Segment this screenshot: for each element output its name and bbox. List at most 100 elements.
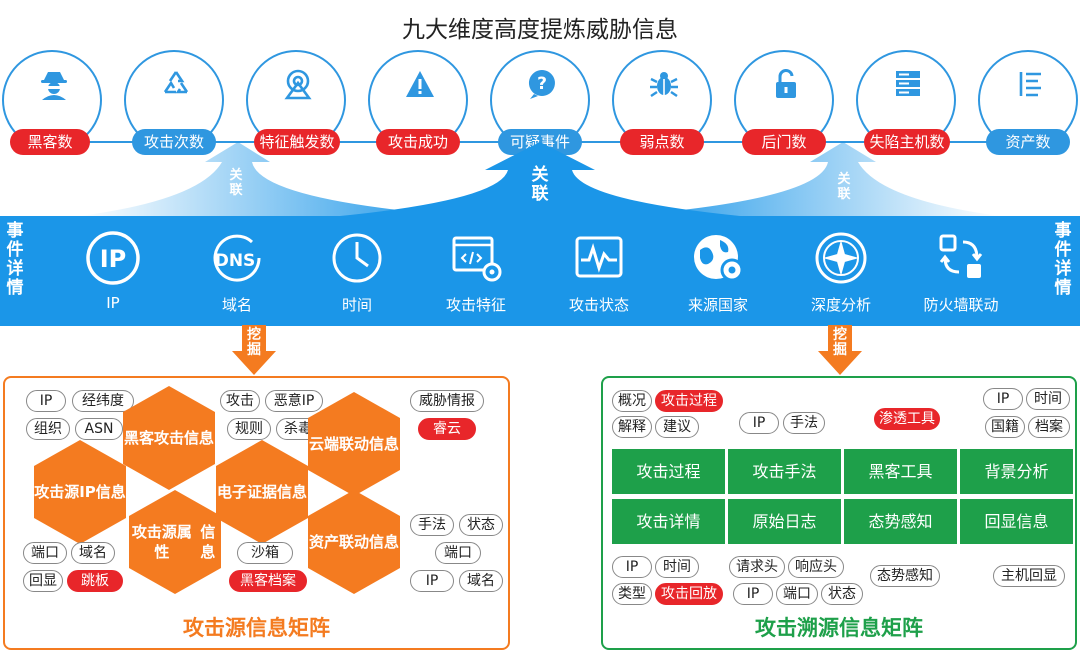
tag-overview: 概况 — [612, 390, 652, 412]
attack-source-title: 攻击源信息矩阵 — [183, 616, 330, 640]
tag-pentest-tools: 渗透工具 — [874, 408, 940, 430]
tag-req-header: 请求头 — [729, 556, 785, 578]
band-item-analysis: 深度分析 — [785, 230, 897, 315]
hacker-icon — [41, 72, 67, 100]
tag-domain: 域名 — [71, 542, 115, 564]
tag-jump: 跳板 — [67, 570, 123, 592]
tag-status-r: 状态 — [821, 583, 863, 605]
tag-technique-r: 手法 — [783, 412, 825, 434]
band-item-ip: IP IP — [57, 230, 169, 312]
unlock-icon — [776, 69, 796, 98]
mine-arrow-left — [232, 325, 276, 375]
list-icon — [1019, 72, 1041, 97]
band-item-signature: 攻击特征 — [420, 230, 532, 315]
grid-cell-background: 背景分析 — [960, 449, 1073, 494]
tag-echo: 回显 — [23, 570, 63, 592]
page-title: 九大维度高度提炼威胁信息 — [402, 17, 678, 43]
tag-port-r: 端口 — [776, 583, 818, 605]
ip-icon: IP — [86, 231, 140, 285]
tag-ip: IP — [26, 390, 66, 412]
tag-attack: 攻击 — [220, 390, 260, 412]
server-icon — [896, 71, 920, 96]
bug-icon — [650, 72, 678, 97]
hex-cloud-info: 云端联动信息 — [308, 392, 400, 496]
metric-label-compromised: 失陷主机数 — [864, 129, 950, 155]
tag-technique: 手法 — [410, 514, 454, 536]
relation-label-left: 关联 — [229, 168, 243, 198]
metric-label-success: 攻击成功 — [376, 129, 460, 155]
compass-icon — [815, 232, 867, 284]
svg-text:DNS: DNS — [215, 251, 256, 271]
band-label-status: 攻击状态 — [568, 296, 629, 314]
band-item-country: 来源国家 — [662, 230, 774, 315]
correlation-arrow-right — [620, 142, 1000, 216]
grid-cell-hacker-tools: 黑客工具 — [844, 449, 957, 494]
tag-host-echo: 主机回显 — [993, 565, 1065, 587]
tag-ip-r3: IP — [612, 556, 652, 578]
tag-suggest: 建议 — [655, 416, 699, 438]
tag-rule: 规则 — [227, 418, 271, 440]
tag-time-r2: 时间 — [655, 556, 699, 578]
tag-asn: ASN — [75, 418, 123, 440]
tag-ip-2: IP — [410, 570, 454, 592]
relation-label-center: 关联 — [531, 165, 549, 204]
metric-label-hacker: 黑客数 — [10, 129, 90, 155]
attack-trace-title: 攻击溯源信息矩阵 — [755, 616, 923, 640]
metric-label-vuln: 弱点数 — [620, 129, 704, 155]
tag-archive: 档案 — [1028, 416, 1070, 438]
band-item-domain: DNS 域名 — [181, 230, 293, 315]
clock-icon — [332, 233, 382, 283]
band-label-time: 时间 — [341, 296, 372, 314]
recycle-icon — [163, 71, 189, 94]
tag-type: 类型 — [612, 583, 652, 605]
band-label-signature: 攻击特征 — [445, 296, 506, 314]
tag-threat-intel: 威胁情报 — [410, 390, 484, 412]
band-label-country: 来源国家 — [687, 296, 748, 314]
tag-latlng: 经纬度 — [72, 390, 134, 412]
band-label-firewall: 防火墙联动 — [923, 296, 999, 314]
grid-cell-raw-log: 原始日志 — [728, 499, 841, 544]
svg-text:IP: IP — [100, 245, 127, 273]
signal-icon — [284, 69, 312, 100]
grid-cell-attack-detail: 攻击详情 — [612, 499, 725, 544]
correlation-arrow-center — [340, 142, 740, 216]
tag-port: 端口 — [23, 542, 67, 564]
tag-status: 状态 — [459, 514, 503, 536]
band-side-label-right: 事件详情 — [1054, 221, 1072, 298]
hex-hacker-info: 黑客攻击信息 — [123, 386, 215, 490]
grid-cell-echo-info: 回显信息 — [960, 499, 1073, 544]
warning-icon — [406, 71, 434, 97]
question-icon: ? — [528, 70, 555, 99]
metric-label-signature: 特征触发数 — [254, 129, 340, 155]
tag-time-r: 时间 — [1026, 388, 1070, 410]
grid-cell-attack-process: 攻击过程 — [612, 449, 725, 494]
tag-situation: 态势感知 — [870, 565, 940, 587]
tag-ip-r4: IP — [733, 583, 773, 605]
tag-ip-r2: IP — [983, 388, 1023, 410]
event-details-band: 事件详情 事件详情 IP IP DNS 域名 时间 攻击特征 — [0, 216, 1080, 326]
grid-cell-attack-technique: 攻击手法 — [728, 449, 841, 494]
band-item-time: 时间 — [301, 230, 413, 315]
sync-icon — [939, 234, 983, 278]
metric-label-attack-count: 攻击次数 — [132, 129, 216, 155]
tag-malicious-ip: 恶意IP — [265, 390, 323, 412]
mine-arrow-right — [818, 325, 862, 375]
correlation-arrow-left — [80, 142, 460, 216]
band-label-analysis: 深度分析 — [810, 296, 871, 314]
band-item-status: 攻击状态 — [543, 230, 655, 315]
svg-text:?: ? — [537, 74, 547, 94]
attack-trace-panel: 概况 攻击过程 解释 建议 IP 手法 渗透工具 IP 时间 国籍 档案 攻击过… — [601, 376, 1077, 650]
tag-attack-replay: 攻击回放 — [655, 583, 723, 605]
tag-sandbox: 沙箱 — [237, 542, 293, 564]
correlation-arrows — [80, 142, 1000, 216]
band-item-firewall: 防火墙联动 — [905, 230, 1017, 315]
hex-evidence-info: 电子证据信息 — [216, 440, 308, 544]
code-window-icon — [452, 236, 502, 282]
tag-resp-header: 响应头 — [788, 556, 844, 578]
waveform-icon — [575, 236, 623, 278]
band-side-label-left: 事件详情 — [6, 221, 24, 298]
tag-nationality: 国籍 — [985, 416, 1025, 438]
dns-icon: DNS — [213, 234, 261, 282]
globe-gear-icon — [694, 235, 744, 282]
